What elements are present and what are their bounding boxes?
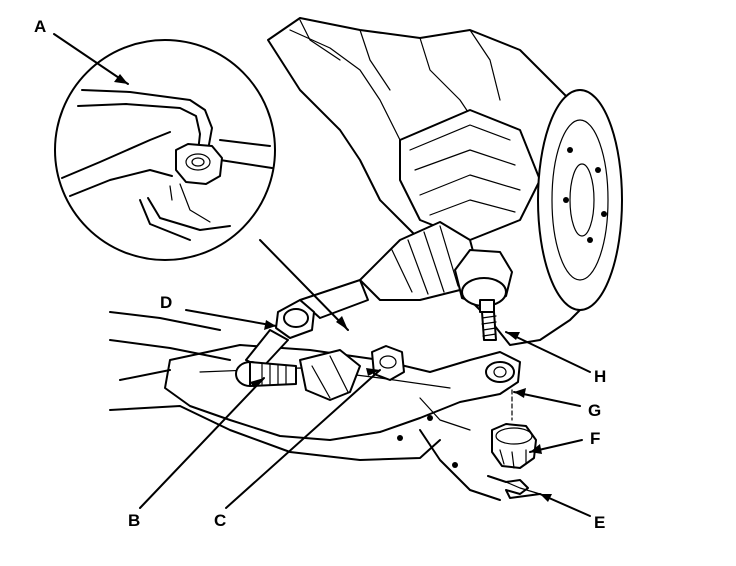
detail-circle: [54, 39, 276, 261]
cotter-pin: [487, 475, 541, 499]
callout-e: E: [594, 513, 606, 532]
castle-nut: [491, 389, 537, 469]
cv-boot: [299, 221, 479, 319]
callout-b: B: [128, 511, 141, 530]
callout-h: H: [594, 367, 607, 386]
callout-c: C: [214, 511, 227, 530]
knuckle-assembly: [267, 17, 623, 346]
callout-f: F: [590, 429, 601, 448]
callout-g: G: [588, 401, 602, 420]
leader-lines: [53, 33, 591, 517]
stabilizer-link: [235, 299, 361, 401]
arrowheads: [114, 74, 552, 502]
callout-a: A: [34, 17, 47, 36]
lower-arm: [109, 311, 521, 501]
flange-nut: [371, 345, 405, 381]
ball-joint: [454, 249, 513, 341]
callout-d: D: [160, 293, 173, 312]
